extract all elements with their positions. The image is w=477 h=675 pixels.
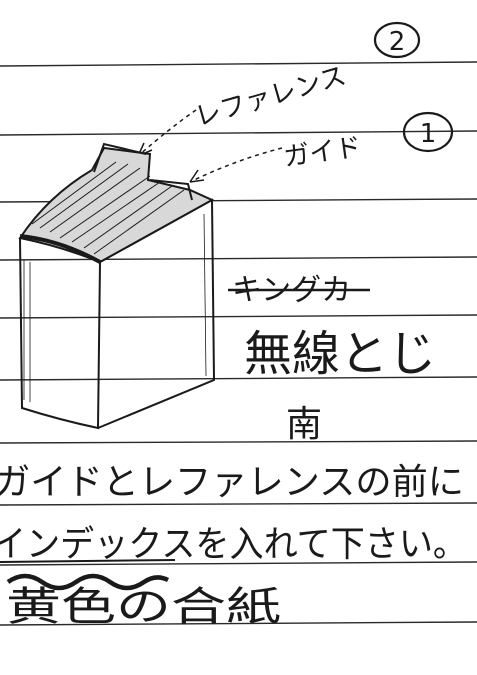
binding-type: 無線とじ <box>244 326 436 382</box>
instruction-line-3: 黄色の合紙 <box>6 584 281 630</box>
book-sketch <box>18 142 216 430</box>
arrow-guide <box>189 147 283 183</box>
label-guide: ガイド <box>282 132 363 173</box>
label-reference: レファレンス <box>192 61 350 133</box>
circled-number-2: 2 <box>373 21 421 59</box>
instruction-line-2: インデックスを入れて下さい。 <box>0 524 467 565</box>
south-direction: 南 <box>286 404 322 445</box>
instruction-line-1: ガイドとレファレンスの前に <box>0 462 464 503</box>
circled-number-1: 1 <box>402 111 454 153</box>
wavy-mark <box>6 573 170 591</box>
struck-word: キングカ <box>228 273 370 308</box>
svg-text:1: 1 <box>420 119 437 149</box>
svg-text:2: 2 <box>389 27 406 57</box>
underline-index <box>0 559 176 563</box>
